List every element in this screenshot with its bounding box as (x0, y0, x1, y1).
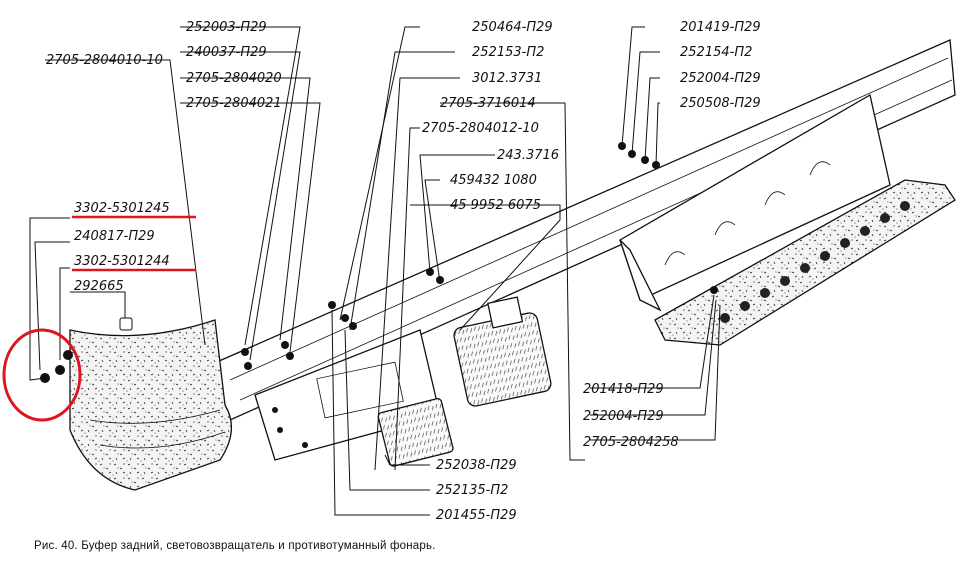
label-2705-2804012-10: 2705-2804012-10 (422, 121, 539, 136)
label-292665: 292665 (74, 279, 124, 294)
leader-lines (29, 26, 721, 516)
bumper-corner-cap (69, 319, 232, 491)
label-252154-p2: 252154-П2 (680, 45, 752, 60)
fog-lamp (453, 296, 552, 407)
step-rubber-strip (654, 179, 956, 346)
label-3302-5301245: 3302-5301245 (74, 201, 170, 216)
part-number-labels: 252003-П29 240037-П29 2705-2804020 2705-… (46, 20, 761, 523)
label-2705-2804010-10: 2705-2804010-10 (46, 53, 163, 68)
label-252004-p29-bottom: 252004-П29 (583, 409, 664, 424)
label-252004-p29-top: 252004-П29 (680, 71, 761, 86)
figure-caption: Рис. 40. Буфер задний, световозвращатель… (34, 540, 436, 552)
label-250464-p29: 250464-П29 (472, 20, 553, 35)
caption-text: Рис. 40. Буфер задний, световозвращатель… (34, 540, 436, 552)
highlight-circle (2, 328, 82, 422)
label-243-3716: 243.3716 (497, 148, 559, 163)
label-4594321080: 459432 1080 (450, 173, 537, 188)
label-2705-2804258: 2705-2804258 (583, 435, 679, 450)
label-201419-p29: 201419-П29 (680, 20, 761, 35)
label-4599526075: 45 9952 6075 (450, 198, 541, 213)
label-252038-p29: 252038-П29 (436, 458, 517, 473)
label-201418-p29: 201418-П29 (583, 382, 664, 397)
label-2705-2804020: 2705-2804020 (186, 71, 282, 86)
rear-step-bracket (619, 93, 891, 312)
label-250508-p29: 250508-П29 (680, 96, 761, 111)
label-240817-p29: 240817-П29 (74, 229, 155, 244)
label-240037-p29: 240037-П29 (186, 45, 267, 60)
label-252003-p29: 252003-П29 (186, 20, 267, 35)
label-2705-2804021: 2705-2804021 (186, 96, 282, 111)
label-201455-p29: 201455-П29 (436, 508, 517, 523)
label-3302-5301244: 3302-5301244 (74, 254, 170, 269)
label-252153-p2: 252153-П2 (472, 45, 544, 60)
label-3012-3731: 3012.3731 (472, 71, 542, 86)
label-2705-3716014: 2705-3716014 (440, 96, 536, 111)
highlight-annotations (2, 215, 196, 422)
label-252135-p2: 252135-П2 (436, 483, 508, 498)
